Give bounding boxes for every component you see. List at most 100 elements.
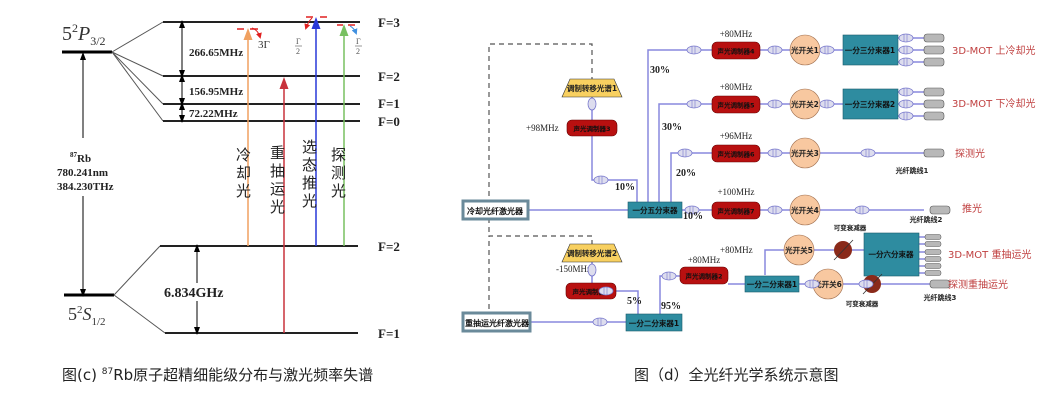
optical-switch-6[interactable]: 光开关6 (812, 268, 844, 300)
splitter-1x3-b[interactable]: 一分三分束器2 (842, 88, 899, 120)
probe-detuning-arrow (349, 25, 358, 35)
fiber-collimator-icon (924, 256, 942, 262)
optical-switch-3[interactable]: 光开关3 (789, 137, 821, 169)
level-label-f2-ground: F=2 (378, 239, 400, 254)
output-probe: 探测光 (955, 147, 985, 160)
splitter-1x2-b[interactable]: 一分二分束器1 (744, 275, 800, 293)
optical-switch-1[interactable]: 光开关1 (789, 34, 821, 66)
fiber-collimator-icon (929, 279, 951, 289)
switch-label: 光开关2 (790, 99, 819, 109)
output-lower-cooling: 3D-MOT 下冷却光 (952, 97, 1035, 110)
splitter-1x3-a-label: 一分三分束器1 (845, 45, 895, 55)
fiber-connector-icon (898, 87, 914, 97)
mts-modulator-2-label: 调制转移光谱2 (567, 248, 617, 258)
fiber-connector-icon (684, 205, 700, 215)
output-push: 推光 (962, 202, 982, 215)
fiber-collimator-icon (923, 111, 945, 121)
fiber-connector-icon (686, 99, 702, 109)
ratio-30-a: 30% (650, 65, 670, 76)
fiber-connector-icon (898, 111, 914, 121)
laser-label-repump: 重抽运光 (270, 144, 286, 216)
splitter-1x2-a[interactable]: 一分二分束器1 (625, 313, 683, 332)
fiber-collimator-icon (924, 234, 942, 240)
ratio-5: 5% (627, 296, 642, 307)
ground-splitting-label: 6.834GHz (164, 286, 224, 301)
fiber-connector-icon (858, 279, 874, 289)
fiber-connector-icon (677, 148, 693, 158)
aom-freq-label: +98MHz (526, 123, 559, 133)
level-label-f3: F=3 (378, 15, 400, 30)
attenuator-1[interactable] (833, 239, 854, 261)
level-label-f0: F=0 (378, 114, 400, 129)
aom-7[interactable]: 声光调制器7 +100MHz (711, 187, 761, 220)
patch-cord-2-label: 光纤跳线2 (909, 215, 943, 224)
coupler-group (587, 33, 914, 327)
aom-freq-label: +80MHz (720, 82, 753, 92)
repump-fiber-laser[interactable]: 重抽运光纤激光器 (461, 311, 532, 333)
aom-6[interactable]: 声光调制器6+96MHz (711, 131, 761, 163)
fiber-connector-icon (804, 279, 820, 289)
fiber-connector-icon (767, 99, 783, 109)
fiber-connector-icon (767, 45, 783, 55)
cooling-detuning-label: 3Γ (258, 39, 270, 51)
patch-cord-1-label: 光纤跳线1 (895, 166, 929, 175)
mts-modulator-2[interactable]: 调制转移光谱2 (561, 243, 623, 263)
splitting-label-3: 72.22MHz (189, 108, 238, 120)
switch-label: 光开关6 (813, 279, 842, 289)
fiber-connector-icon (898, 99, 914, 109)
switch-label: 光开关5 (784, 245, 813, 255)
splitter-1x6[interactable]: 一分六分束器 (863, 232, 920, 277)
fiber-connector-icon (898, 45, 914, 55)
optical-switch-4[interactable]: 光开关4 (789, 194, 821, 226)
fiber-connector-icon (898, 33, 914, 43)
svg-text:Γ: Γ (356, 37, 361, 46)
aom-label: 声光调制器1 (572, 287, 610, 296)
aom-freq-label: +80MHz (720, 29, 753, 39)
aom-freq-label: +100MHz (717, 187, 754, 197)
svg-text:2: 2 (356, 47, 360, 56)
atom-label: 87Rb (70, 151, 91, 165)
fiber-collimator-icon (923, 45, 945, 55)
switch-label: 光开关3 (790, 148, 819, 158)
fiber-collimator-icon (929, 205, 951, 215)
fiber-connector-icon (587, 263, 597, 277)
splitter-1x5[interactable]: 一分五分束器 (627, 201, 683, 219)
aom-2[interactable]: 声光调制器2+80MHz (679, 255, 729, 285)
splitter-1x2-b-label: 一分二分束器1 (747, 279, 797, 289)
fiber-collimator-icon (924, 241, 942, 247)
attenuator-label-bottom: 可变衰减器 (846, 299, 879, 308)
optical-switch-2[interactable]: 光开关2 (789, 88, 821, 120)
splitting-label-1: 266.65MHz (189, 47, 243, 59)
splitter-1x3-a[interactable]: 一分三分束器1 (842, 34, 899, 66)
level-label-f1-ground: F=1 (378, 326, 400, 341)
caption-d: 图（d）全光纤光学系统示意图 (634, 366, 839, 384)
aom-4[interactable]: 声光调制器4+80MHz (711, 29, 761, 60)
ratio-20: 20% (676, 168, 696, 179)
fiber-connector-icon (587, 97, 597, 111)
aom-label: 声光调制器7 (717, 207, 754, 216)
laser-label-cooling: 冷却光 (236, 146, 252, 200)
mts-modulator-1[interactable]: 调制转移光谱1 (561, 78, 623, 98)
fiber-connector-icon (593, 175, 609, 185)
optical-switch-5[interactable]: 光开关5 (783, 234, 815, 266)
fiber-optical-system: 冷却光纤激光器 重抽运光纤激光器 调制转移光谱1 调制转移光谱2 声光调制器1-… (461, 29, 1035, 333)
laser-label-probe: 探测光 (331, 146, 347, 200)
wavelength-label: 780.241nm (57, 167, 108, 179)
output-repump-mot: 3D-MOT 重抽运光 (948, 248, 1031, 261)
fiber-connector-icon (661, 271, 677, 281)
ratio-10-b: 10% (683, 211, 703, 222)
level-label-f1-excited: F=1 (378, 96, 400, 111)
fiber-connector-icon (767, 205, 783, 215)
output-upper-cooling: 3D-MOT 上冷却光 (952, 44, 1035, 57)
aom-5[interactable]: 声光调制器5+80MHz (711, 82, 761, 114)
splitting-label-2: 156.95MHz (189, 86, 243, 98)
excited-fan-lines (111, 21, 164, 122)
fiber-connector-icon (819, 99, 835, 109)
probe-detuning-label: Γ2 (355, 37, 362, 56)
fiber-collimator-icon (923, 148, 945, 158)
fiber-connector-icon (767, 148, 783, 158)
cooling-fiber-laser[interactable]: 冷却光纤激光器 (461, 199, 530, 221)
push-detuning-label: Γ2 (295, 37, 302, 56)
aom-3[interactable]: 声光调制器3+98MHz (526, 119, 618, 137)
